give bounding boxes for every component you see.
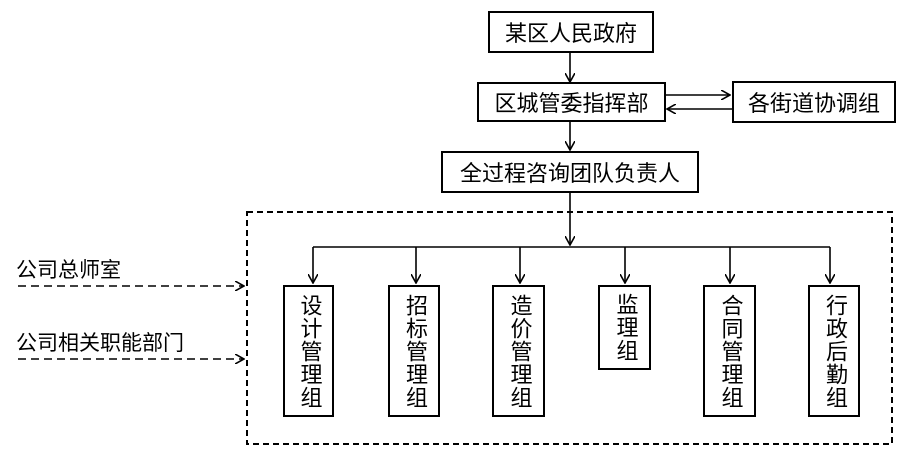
group-label: 合同管理组 — [717, 293, 743, 409]
group-supervision: 监理组 — [598, 285, 651, 370]
side-label-functional-departments: 公司相关职能部门 — [16, 331, 184, 355]
group-label: 监理组 — [612, 293, 638, 362]
government-box: 某区人民政府 — [488, 11, 654, 53]
team-lead-box: 全过程咨询团队负责人 — [441, 151, 699, 193]
side-label-chief-engineer-office: 公司总师室 — [16, 258, 121, 282]
group-cost: 造价管理组 — [492, 285, 545, 417]
group-label: 设计管理组 — [296, 293, 322, 409]
command-box: 区城管委指挥部 — [477, 82, 666, 122]
group-contract: 合同管理组 — [703, 285, 756, 417]
group-bidding: 招标管理组 — [388, 285, 440, 417]
group-label: 造价管理组 — [506, 293, 532, 409]
group-design: 设计管理组 — [283, 285, 334, 417]
group-admin-logistics: 行政后勤组 — [808, 285, 860, 417]
streets-box: 各街道协调组 — [732, 81, 896, 123]
group-label: 招标管理组 — [402, 293, 427, 409]
group-label: 行政后勤组 — [822, 293, 847, 409]
